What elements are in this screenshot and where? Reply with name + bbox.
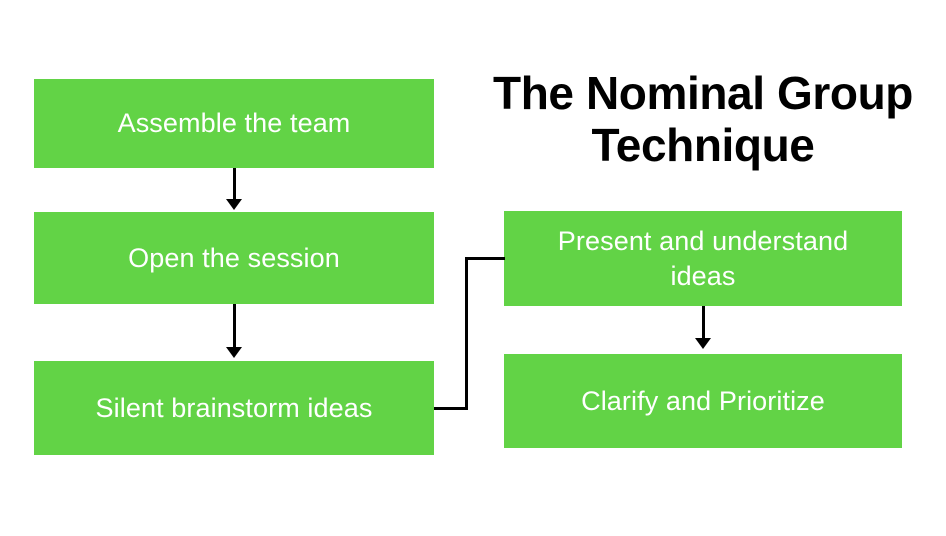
arrow-down-icon-assemble-to-open [226,199,242,210]
connector-silent-to-present-segment-bottom [434,407,468,410]
connector-open-to-silent-line [233,304,236,349]
connector-assemble-to-open-line [233,168,236,201]
arrow-down-icon-open-to-silent [226,347,242,358]
node-silent-brainstorm-ideas[interactable]: Silent brainstorm ideas [34,361,434,455]
connector-silent-to-present-segment-top [465,257,505,260]
diagram-title: The Nominal Group Technique [493,67,913,171]
connector-silent-to-present-segment-vertical [465,257,468,410]
connector-present-to-clarify-line [702,306,705,340]
node-clarify-and-prioritize[interactable]: Clarify and Prioritize [504,354,902,448]
node-assemble-the-team[interactable]: Assemble the team [34,79,434,168]
node-present-and-understand-ideas[interactable]: Present and understand ideas [504,211,902,306]
arrow-down-icon-present-to-clarify [695,338,711,349]
node-open-the-session[interactable]: Open the session [34,212,434,304]
